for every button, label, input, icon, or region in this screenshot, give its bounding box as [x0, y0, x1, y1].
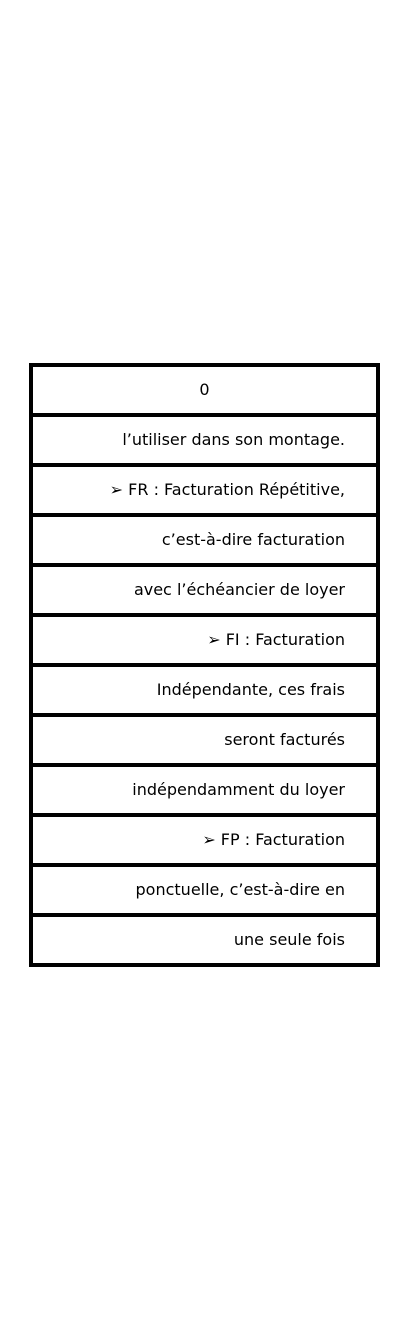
table-row: avec l’échéancier de loyer: [33, 567, 376, 617]
table-cell: 0: [199, 380, 210, 399]
table-row: ➢ FI : Facturation: [33, 617, 376, 667]
table-cell: ➢ FR : Facturation Répétitive,: [109, 480, 345, 499]
table-row: l’utiliser dans son montage.: [33, 417, 376, 467]
table-cell: ponctuelle, c’est-à-dire en: [135, 880, 345, 899]
text-table: 0 l’utiliser dans son montage. ➢ FR : Fa…: [29, 363, 380, 967]
table-row: seront facturés: [33, 717, 376, 767]
table-row: ponctuelle, c’est-à-dire en: [33, 867, 376, 917]
table-row: c’est-à-dire facturation: [33, 517, 376, 567]
table-cell: avec l’échéancier de loyer: [133, 580, 345, 599]
table-cell: ➢ FI : Facturation: [207, 630, 345, 649]
table-row: 0: [33, 367, 376, 417]
table-row: ➢ FP : Facturation: [33, 817, 376, 867]
table-row: indépendamment du loyer: [33, 767, 376, 817]
table-cell: seront facturés: [224, 730, 345, 749]
table-cell: indépendamment du loyer: [132, 780, 345, 799]
table-row: ➢ FR : Facturation Répétitive,: [33, 467, 376, 517]
table-row: Indépendante, ces frais: [33, 667, 376, 717]
table-cell: c’est-à-dire facturation: [161, 530, 345, 549]
table-cell: Indépendante, ces frais: [156, 680, 345, 699]
table-cell: ➢ FP : Facturation: [202, 830, 345, 849]
table-cell: l’utiliser dans son montage.: [122, 430, 345, 449]
table-row: une seule fois: [33, 917, 376, 967]
table-cell: une seule fois: [233, 930, 345, 949]
